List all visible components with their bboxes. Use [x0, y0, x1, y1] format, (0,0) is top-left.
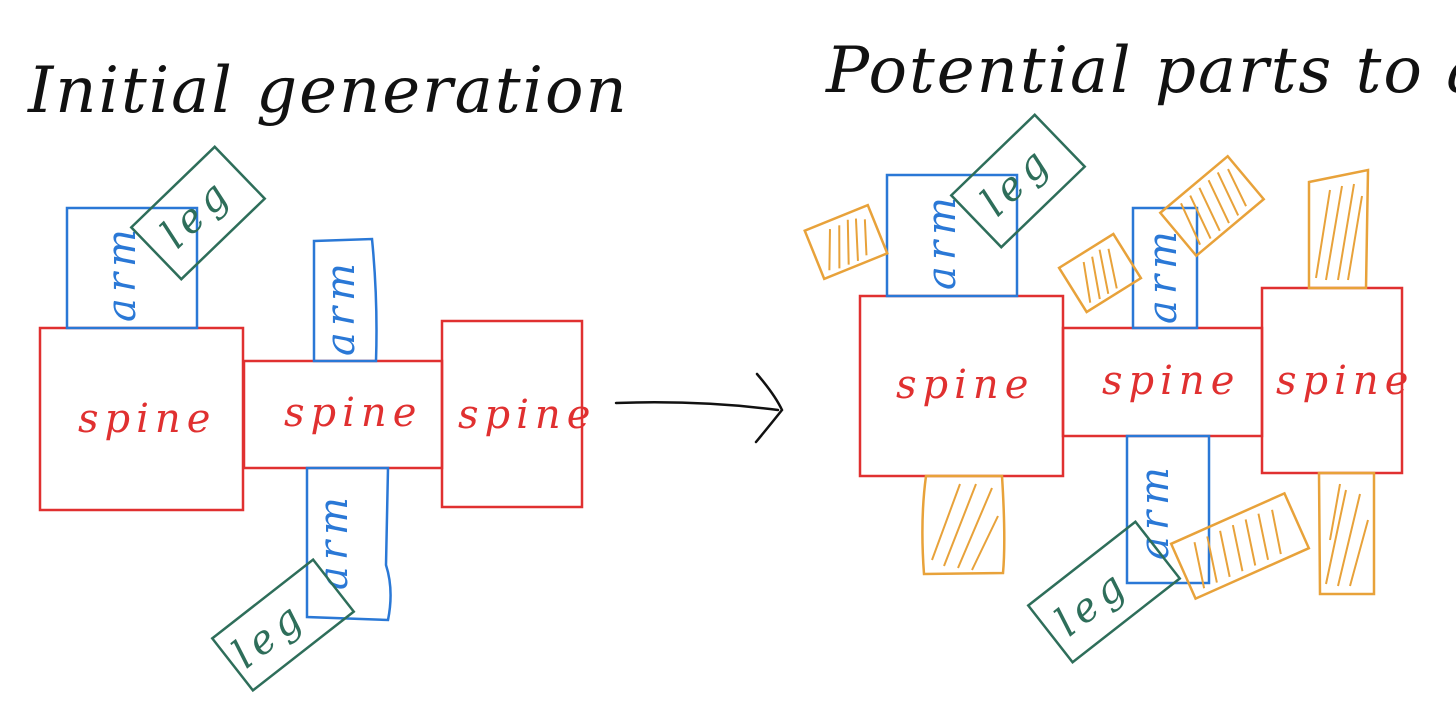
leg-label: leg	[152, 169, 242, 258]
spine-label: spine	[78, 396, 216, 442]
title-potential-parts: Potential parts to add	[825, 34, 1456, 108]
arm-label: arm	[1140, 225, 1186, 324]
arm-box-left-3	[305, 466, 392, 622]
title-initial-generation: Initial generation	[27, 54, 629, 128]
leg-label: leg	[1047, 560, 1138, 646]
potential-part-6	[1169, 491, 1311, 601]
potential-part-1	[803, 203, 889, 281]
leg-label: leg	[224, 592, 315, 678]
spine-box-left-3	[440, 319, 584, 509]
leg-label: leg	[972, 137, 1062, 226]
spine-label: spine	[458, 392, 596, 438]
arm-label: arm	[99, 223, 145, 322]
leg-box-right-2	[1026, 520, 1182, 664]
spine-label: spine	[284, 390, 422, 436]
arm-label: arm	[919, 191, 965, 290]
potential-part-7	[1317, 471, 1376, 596]
arm-box-left-1	[65, 206, 199, 330]
arm-label: arm	[318, 257, 364, 356]
leg-box-right-1	[949, 113, 1087, 249]
potential-part-3	[1158, 154, 1266, 258]
arm-box-left-2	[312, 237, 378, 363]
leg-box-left-2	[210, 557, 356, 693]
potential-part-2	[1057, 232, 1143, 314]
spine-label: spine	[1276, 358, 1414, 404]
potential-part-5	[921, 474, 1006, 576]
arm-box-right-3	[1125, 434, 1211, 585]
initial-generation-diagram: spine spine spine arm arm arm leg leg	[38, 145, 596, 693]
potential-part-4	[1307, 168, 1370, 290]
spine-label: spine	[1102, 358, 1240, 404]
arm-label: arm	[311, 491, 357, 590]
spine-label: spine	[896, 362, 1034, 408]
leg-box-left-1	[129, 145, 267, 281]
arrow-right-icon	[614, 372, 784, 444]
potential-parts-diagram: spine spine spine arm arm arm leg leg	[803, 113, 1414, 664]
arm-box-right-1	[885, 173, 1019, 298]
